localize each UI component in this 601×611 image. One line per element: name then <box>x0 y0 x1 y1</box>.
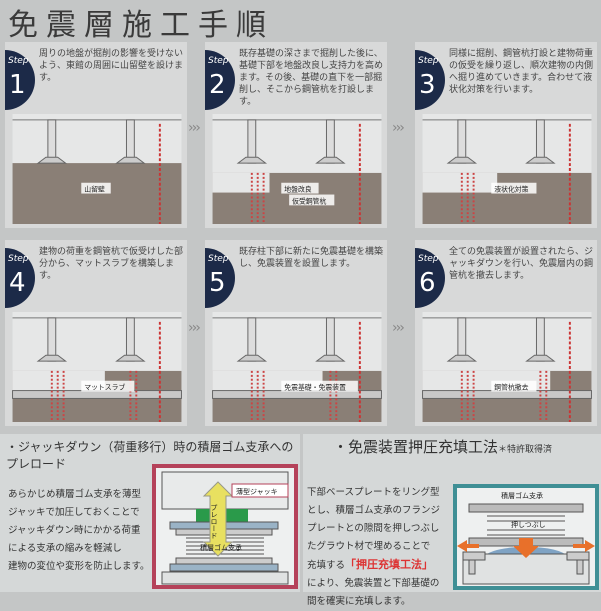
diagram-label: 地盤改良 <box>284 185 312 194</box>
step-panel-3: Step 3 同様に掘削、鋼管杭打設と建物荷重の仮受を繰り返し、順次建物の内側へ掘… <box>415 42 597 228</box>
step-label: Step <box>208 56 229 66</box>
jack-label: 薄型ジャッキ <box>236 487 278 496</box>
text-line: ジャッキダウン時にかかる荷重 <box>8 525 141 536</box>
next-arrow-icon: ››› <box>392 320 405 336</box>
press-label: 押しつぶし <box>511 520 546 529</box>
step-panel-1: Step 1 周りの地盤が掘削の影響を受けないよう、東館の周囲に山留壁を設けます。… <box>5 42 187 228</box>
preload-diagram: 薄型ジャッキ プレロード 積層ゴム支承 <box>152 464 298 589</box>
step-description: 周りの地盤が掘削の影響を受けないよう、東館の周囲に山留壁を設けます。 <box>39 49 184 83</box>
step-description: 同様に掘削、鋼管杭打設と建物荷重の仮受を繰り返し、順次建物の内側へ掘り進めていき… <box>449 49 594 95</box>
step-label: Step <box>8 254 29 264</box>
text-line: 下部ベースプレートをリング型 <box>307 487 440 498</box>
patent-note: ＊特許取得済 <box>498 445 553 455</box>
step-panel-2: Step 2 既存基礎の深さまで掘削した後に、基礎下部を地盤改良し支持力を高めます… <box>205 42 387 228</box>
step-diagram: 山留壁 <box>12 114 182 224</box>
step-badge: Step 6 <box>415 248 445 308</box>
diagram-label: 液状化対策 <box>494 185 528 194</box>
step-number: 5 <box>209 268 226 298</box>
text-line: 間を確実に充填します。 <box>307 596 411 607</box>
text-pre: 充填する <box>307 560 346 571</box>
step-panel-6: Step 6 全ての免震装置が設置されたら、ジャッキダウンを行い、免震層内の鋼管杭… <box>415 240 597 426</box>
text-line: による支承の縮みを軽減し <box>8 543 122 554</box>
preload-heading: ・ジャッキダウン（荷重移行）時の積層ゴム支承へのプレロード <box>6 440 294 471</box>
text-line: たグラウト材で埋めることで <box>307 541 431 552</box>
step-description: 建物の荷重を鋼管杭で仮受けした部分から、マットスラブを構築します。 <box>39 247 184 281</box>
step-badge: Step 2 <box>205 50 235 110</box>
bearing-label: 積層ゴム支承 <box>501 491 543 500</box>
step-number: 6 <box>419 268 436 298</box>
step-panel-5: Step 5 既存柱下部に新たに免震基礎を構築し、免震装置を設置します。 免震基礎… <box>205 240 387 426</box>
text-line: とし、積層ゴム支承のフランジ <box>307 505 441 516</box>
step-label: Step <box>418 56 439 66</box>
step-number: 4 <box>9 268 26 298</box>
preload-section: ・ジャッキダウン（荷重移行）時の積層ゴム支承へのプレロード あらかじめ積層ゴム支… <box>0 434 300 592</box>
step-number: 1 <box>9 70 26 100</box>
step-diagram: マットスラブ <box>12 312 182 422</box>
step-diagram: 鋼管杭撤去 <box>422 312 592 422</box>
diagram-label: 免震基礎・免震装置 <box>284 383 346 392</box>
step-diagram: 免震基礎・免震装置 <box>212 312 382 422</box>
step-badge: Step 5 <box>205 248 235 308</box>
step-label: Step <box>418 254 439 264</box>
filling-heading: ・免震装置押圧充填工法＊特許取得済 <box>333 436 552 457</box>
text-line: プレートとの隙間を押しつぶし <box>307 523 440 534</box>
step-label: Step <box>208 254 229 264</box>
step-badge: Step 1 <box>5 50 35 110</box>
step-label: Step <box>8 56 29 66</box>
preload-text: あらかじめ積層ゴム支承を薄型 ジャッキで加圧しておくことで ジャッキダウン時にか… <box>8 486 150 576</box>
step-description: 全ての免震装置が設置されたら、ジャッキダウンを行い、免震層内の鋼管杭を撤去します… <box>449 247 594 281</box>
diagram-label: 山留壁 <box>84 185 105 194</box>
diagram-label: マットスラブ <box>84 383 125 392</box>
filling-section: ・免震装置押圧充填工法＊特許取得済 下部ベースプレートをリング型 とし、積層ゴム… <box>303 434 601 607</box>
filling-diagram: 積層ゴム支承 押しつぶし <box>453 484 599 590</box>
preload-arrow-label: プレロード <box>210 504 218 539</box>
text-line: 充填する「押圧充填工法」 <box>307 556 440 575</box>
step-description: 既存基礎の深さまで掘削した後に、基礎下部を地盤改良し支持力を高めます。その後、基… <box>239 49 384 107</box>
page-title: 免震層施工手順 <box>8 8 274 43</box>
diagram-label: 鋼管杭撤去 <box>494 383 528 392</box>
next-arrow-icon: ››› <box>188 320 201 336</box>
step-diagram: 液状化対策 <box>422 114 592 224</box>
text-line: あらかじめ積層ゴム支承を薄型 <box>8 489 142 500</box>
step-number: 3 <box>419 70 436 100</box>
diagram-label: 仮受鋼管杭 <box>292 196 326 205</box>
step-number: 2 <box>209 70 226 100</box>
next-arrow-icon: ››› <box>188 120 201 136</box>
step-badge: Step 4 <box>5 248 35 308</box>
press-arrow-icon <box>513 538 539 558</box>
step-badge: Step 3 <box>415 50 445 110</box>
method-name: 「押圧充填工法」 <box>345 558 434 571</box>
bearing-label: 積層ゴム支承 <box>200 543 242 552</box>
text-line: により、免震装置と下部基礎の <box>307 578 440 589</box>
step-description: 既存柱下部に新たに免震基礎を構築し、免震装置を設置します。 <box>239 247 384 269</box>
text-line: ジャッキで加圧しておくことで <box>8 507 140 518</box>
text-line: 建物の変位や変形を防止します。 <box>8 561 150 572</box>
filling-title: ・免震装置押圧充填工法 <box>333 438 499 456</box>
next-arrow-icon: ››› <box>392 120 405 136</box>
